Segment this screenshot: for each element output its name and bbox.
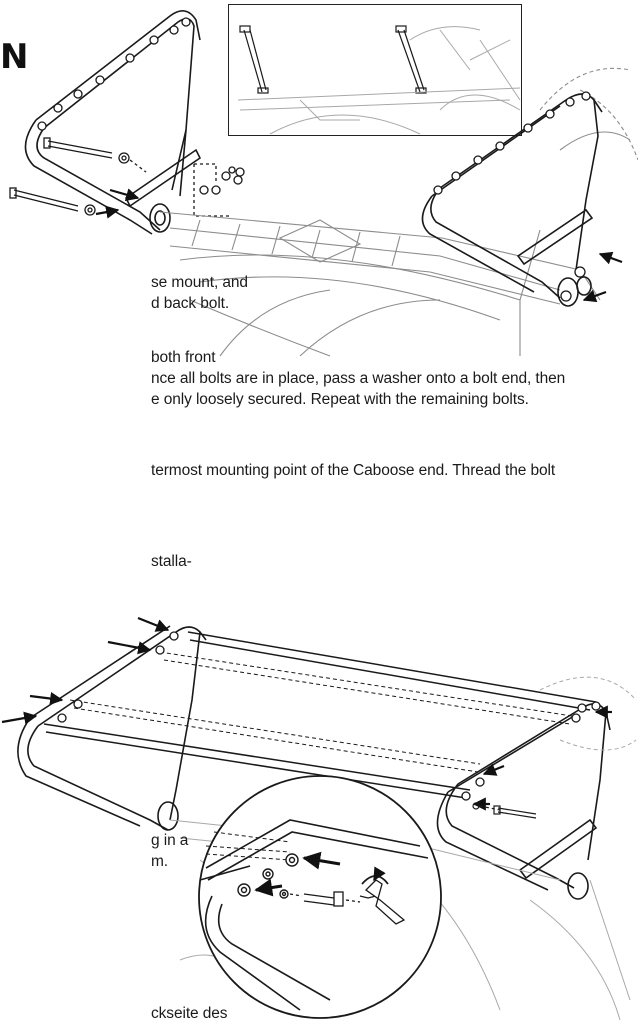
- zoom-contents: [199, 819, 429, 1011]
- bottom-bars-dashed: [69, 651, 573, 773]
- paragraph-4-line-1: stalla-: [151, 553, 192, 570]
- right-rail-fittings: [433, 91, 591, 302]
- zoom-dashed: [205, 831, 291, 861]
- bottom-fittings: [57, 631, 601, 801]
- zoom-circle: [198, 775, 442, 1019]
- paragraph-2-line-2: nce all bolts are in place, pass a washe…: [151, 370, 566, 387]
- detail-inset-frame: [228, 4, 522, 136]
- cargo-deck-top: [159, 67, 638, 357]
- paragraph-6-line-1: ckseite des: [151, 1005, 228, 1022]
- bottom-arrows: [1, 616, 612, 811]
- left-rail-fittings: [37, 17, 191, 131]
- section-title: N: [0, 37, 29, 77]
- inset-bike-ghost: [237, 26, 521, 135]
- paragraph-2-line-1: both front: [151, 349, 216, 366]
- left-rail-top: [24, 10, 202, 235]
- inset-drawing: [239, 25, 427, 94]
- bottom-bars: [43, 631, 597, 799]
- bolts-left: [9, 137, 245, 217]
- bottom-left-frame: [17, 625, 207, 831]
- bottom-right-frame: [436, 703, 611, 900]
- bottom-bolt: [472, 802, 537, 819]
- paragraph-1-line-2: d back bolt.: [151, 295, 230, 312]
- paragraph-1-line-1: se mount, and: [151, 274, 248, 291]
- zoom-fittings: [237, 853, 299, 899]
- paragraph-2-line-3: e only loosely secured. Repeat with the …: [151, 391, 529, 408]
- paragraph-3-line-1: termost mounting point of the Caboose en…: [151, 462, 556, 479]
- paragraph-5-line-1: g in a: [151, 832, 189, 849]
- paragraph-5-line-2: m.: [151, 853, 169, 870]
